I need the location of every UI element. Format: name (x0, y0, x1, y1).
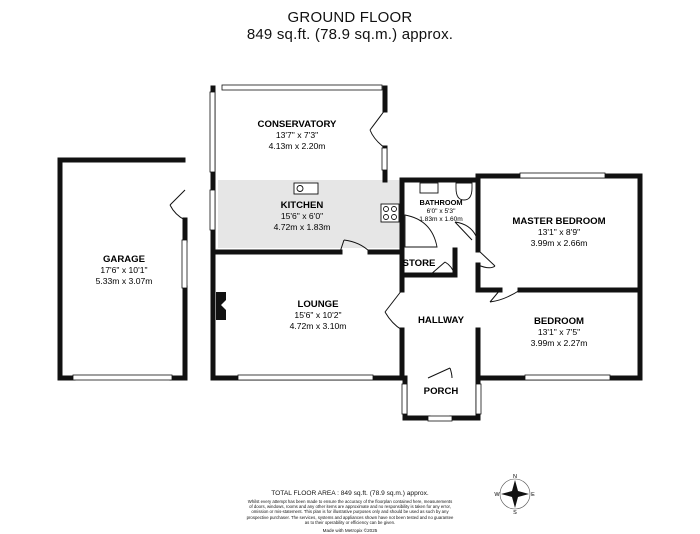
footer-disclaimer: Whilst every attempt has been made to en… (225, 499, 475, 525)
kitchen-name: KITCHEN (281, 200, 324, 211)
porch-walls (402, 375, 481, 421)
plan-title: GROUND FLOOR (287, 9, 413, 26)
door-swings (169, 109, 521, 379)
garage-imperial: 17'6" x 10'1" (100, 265, 147, 275)
porch-right-window (475, 383, 482, 415)
store-door-swing (429, 261, 456, 276)
lounge-door-swing (384, 289, 403, 331)
kitchen-metric: 4.72m x 1.83m (274, 222, 331, 232)
bathroom-door-swing (454, 221, 477, 241)
master-bedroom-window (519, 172, 606, 179)
hob-ring (391, 206, 397, 212)
hob-ring (391, 214, 397, 220)
kitchen-imperial: 15'6" x 6'0" (281, 211, 323, 221)
garage-metric: 5.33m x 3.07m (96, 276, 153, 286)
conservatory-name: CONSERVATORY (258, 119, 337, 130)
porch-left-window (401, 383, 408, 415)
bedroom-name: BEDROOM (534, 316, 584, 327)
lounge-metric: 4.72m x 3.10m (290, 321, 347, 331)
bedroom-partition (475, 262, 643, 381)
hob-ring (383, 206, 389, 212)
garage-door (72, 374, 173, 381)
bedroom-metric: 3.99m x 2.27m (531, 338, 588, 348)
compass-n: N (513, 474, 517, 480)
disclaimer-line: of doors, windows, rooms and any other i… (249, 504, 451, 510)
compass-s: S (513, 510, 517, 516)
hallway-walls (399, 247, 458, 381)
lounge-name: LOUNGE (297, 299, 339, 310)
bedroom-imperial: 13'1" x 7'5" (538, 327, 580, 337)
disclaimer-line: as to their operability or efficiency ca… (304, 519, 396, 525)
master-bedroom-imperial: 13'1" x 8'9" (538, 227, 580, 237)
bathroom-walls (399, 177, 481, 253)
conservatory-door-swing (369, 109, 386, 149)
kitchen-sink-bowl (296, 185, 304, 192)
porch-name: PORCH (424, 386, 459, 397)
garage-walls (57, 157, 188, 381)
conservatory-right-window (381, 147, 388, 171)
compass-w: W (494, 492, 500, 498)
bathroom-basin (419, 182, 439, 194)
hallway-name: HALLWAY (418, 315, 465, 326)
windows (72, 84, 611, 422)
bedroom-door-swing (489, 289, 521, 303)
compass-ring (499, 478, 531, 510)
lounge-window (237, 374, 374, 381)
hob (380, 203, 400, 223)
garage-name: GARAGE (103, 254, 146, 265)
disclaimer-line: prospective purchaser. The services, sys… (246, 514, 454, 520)
disclaimer-line: omission or mis-statement. This plan is … (251, 509, 449, 515)
plan-total-area: 849 sq.ft. (78.9 sq.m.) approx. (246, 26, 454, 43)
shower-tray (404, 214, 438, 248)
walls (57, 85, 643, 421)
master-bedroom-metric: 3.99m x 2.66m (531, 238, 588, 248)
conservatory-metric: 4.13m x 2.20m (269, 141, 326, 151)
master-bedroom-name: MASTER BEDROOM (512, 216, 605, 227)
bathroom-metric: 1.83m x 1.60m (419, 216, 463, 223)
footer-made-with: Made with Metropix ©2025 (322, 528, 378, 533)
conservatory-imperial: 13'7" x 7'3" (276, 130, 318, 140)
master-door-swing (477, 249, 496, 269)
conservatory-left-window (209, 91, 216, 173)
compass-e: E (531, 492, 535, 498)
porch-door-swing (427, 367, 453, 379)
toilet (455, 182, 473, 201)
compass: N E S W (494, 474, 535, 516)
kitchen-left-window (209, 189, 216, 231)
porch-front-window (427, 415, 453, 422)
fixtures (293, 182, 473, 248)
garage-door-swing (169, 189, 186, 221)
hob-ring (383, 214, 389, 220)
disclaimer-line: Whilst every attempt has been made to en… (247, 499, 453, 504)
compass-needle-icon (501, 480, 529, 508)
lounge-imperial: 15'6" x 10'2" (294, 310, 341, 320)
store-name: STORE (403, 258, 436, 269)
kitchen-door-swing (339, 239, 371, 253)
garage-side-window (181, 239, 188, 289)
conservatory-top-window (221, 84, 383, 91)
kitchen-sink (293, 182, 319, 195)
bedroom-window (524, 374, 611, 381)
fireplace (216, 292, 226, 320)
bathroom-imperial: 6'0" x 5'3" (427, 208, 456, 215)
bathroom-name: BATHROOM (420, 198, 463, 207)
footer-total-area: TOTAL FLOOR AREA : 849 sq.ft. (78.9 sq.m… (271, 490, 429, 497)
